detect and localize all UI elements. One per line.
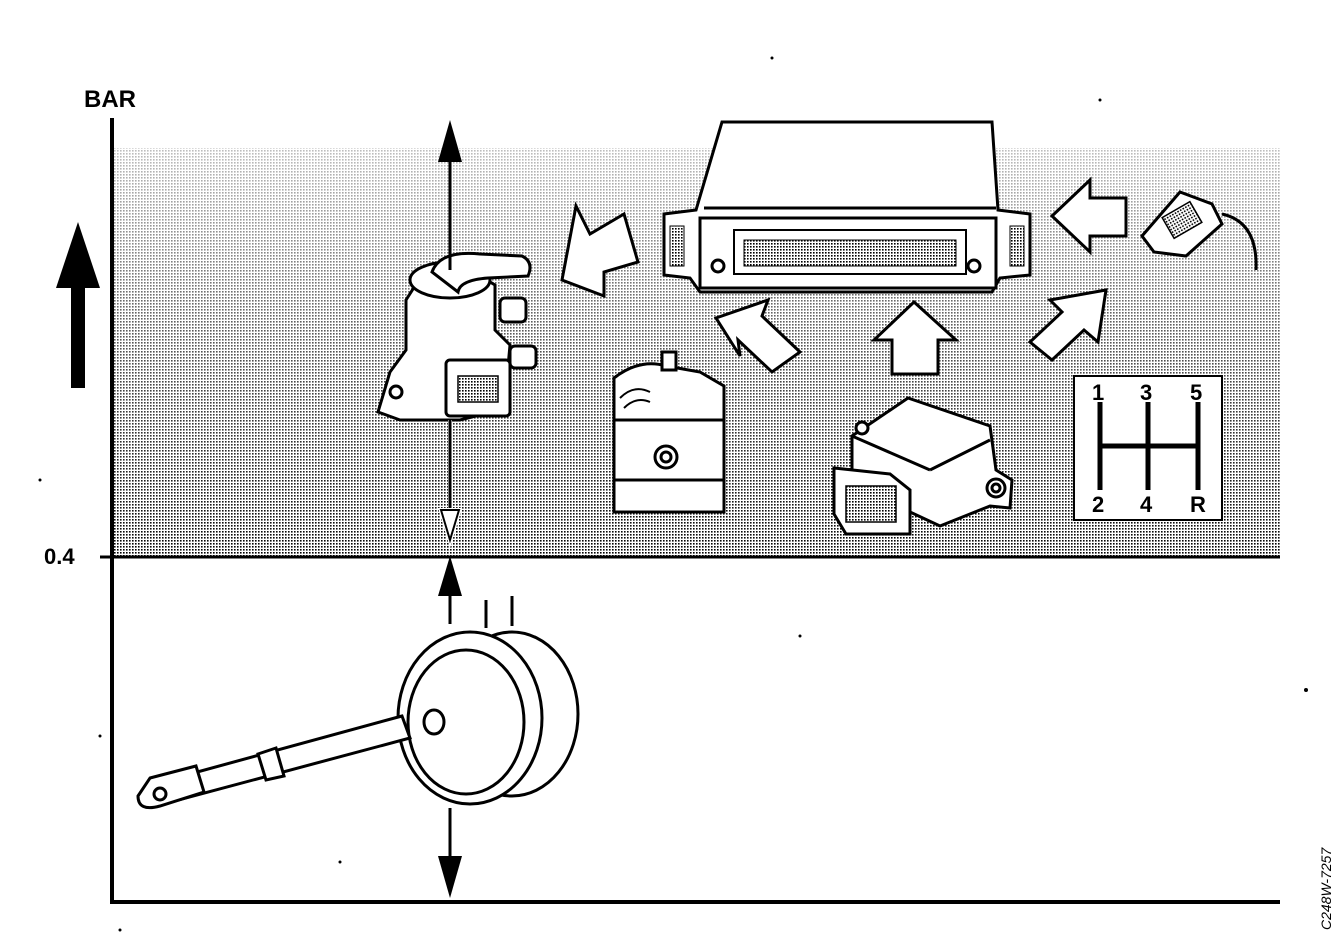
- axes: [100, 118, 1280, 904]
- scan-speckles: [38, 56, 1308, 932]
- gear-2: 2: [1092, 492, 1104, 517]
- gear-3: 3: [1140, 380, 1152, 405]
- solenoid-flow-arrows: [438, 120, 462, 548]
- arrow-gear-input: [1027, 288, 1108, 362]
- figure-code: C248W-7257: [1318, 847, 1334, 930]
- gear-1: 1: [1092, 380, 1104, 405]
- arrow-temperature-input: [1049, 176, 1128, 256]
- gear-reverse: R: [1190, 492, 1206, 517]
- y-axis-unit-label: BAR: [84, 86, 136, 113]
- arrow-solenoid-output: [560, 201, 640, 299]
- wastegate-actuator: [136, 596, 580, 810]
- actuator-arrows: [438, 556, 462, 898]
- arrow-throttle-input: [713, 297, 803, 374]
- gear-4: 4: [1140, 492, 1153, 517]
- throttle-position-sensor: [612, 350, 726, 514]
- ignition-module: [832, 396, 1014, 536]
- gear-5: 5: [1190, 380, 1202, 405]
- signal-arrows: [560, 176, 1128, 376]
- boost-solenoid-valve: [376, 251, 538, 422]
- gear-shift-pattern: 1 3 5 2 4 R: [1073, 375, 1223, 521]
- pressure-increase-arrow: [56, 222, 100, 388]
- arrow-ignition-input: [870, 299, 960, 376]
- ecu-control-unit: [662, 120, 1032, 294]
- temperature-sensor: [1140, 190, 1258, 271]
- threshold-value-label: 0.4: [44, 544, 75, 569]
